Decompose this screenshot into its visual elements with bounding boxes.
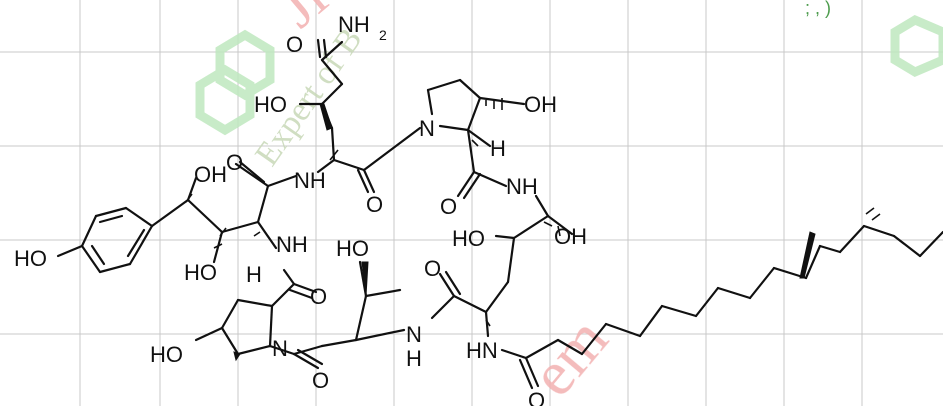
atom-h-threonine: H [406,346,422,371]
atom-nh2: NH [338,12,370,37]
atom-ho-hydroxyproline: HO [150,342,183,367]
atom-n-proline: N [272,336,288,361]
atom-nh2-subscript: 2 [379,27,387,43]
atom-nh-1: NH [294,168,326,193]
atom-o-amide-top: O [286,32,303,57]
atom-h-pyrrolidine: H [490,136,506,161]
watermark: Ji Expert of B em ; , ) [195,0,943,406]
atom-ho-6: HO [336,236,369,261]
atom-o-carbonyl-6: O [528,388,545,406]
atom-o-carbonyl-4: O [424,256,441,281]
atom-ho-3: HO [452,226,485,251]
atom-o-carbonyl-5: O [312,368,329,393]
atom-nh-3: NH [276,232,308,257]
atom-oh-2: OH [194,162,227,187]
watermark-logo-icon [195,29,275,136]
atom-o-carbonyl-3: O [310,284,327,309]
atom-ho-1: HO [254,92,287,117]
atom-ho-phenol: HO [14,246,47,271]
watermark-logo-icon-right [890,14,943,78]
atom-o-carbonyl-1: O [366,192,383,217]
atom-ho-5: HO [184,260,217,285]
atom-oh-4: OH [554,224,587,249]
stereo-bonds [185,98,881,362]
atom-hn-bottom: HN [466,338,498,363]
atom-o-carbonyl-2b: O [440,194,457,219]
atom-nh-2: NH [506,174,538,199]
atom-n-threonine: N [406,322,422,347]
atom-n-pyrrolidine: N [419,116,435,141]
atom-h-proline: H [246,262,262,287]
atom-oh-pyrrolidine: OH [524,92,557,117]
bonds [56,38,943,390]
corner-mark: ; , ) [805,0,831,18]
atom-labels: NH 2 O HO OH N H NH O OH NH O O HO OH HO… [14,12,587,406]
atom-o-carbonyl-2: O [226,150,243,175]
